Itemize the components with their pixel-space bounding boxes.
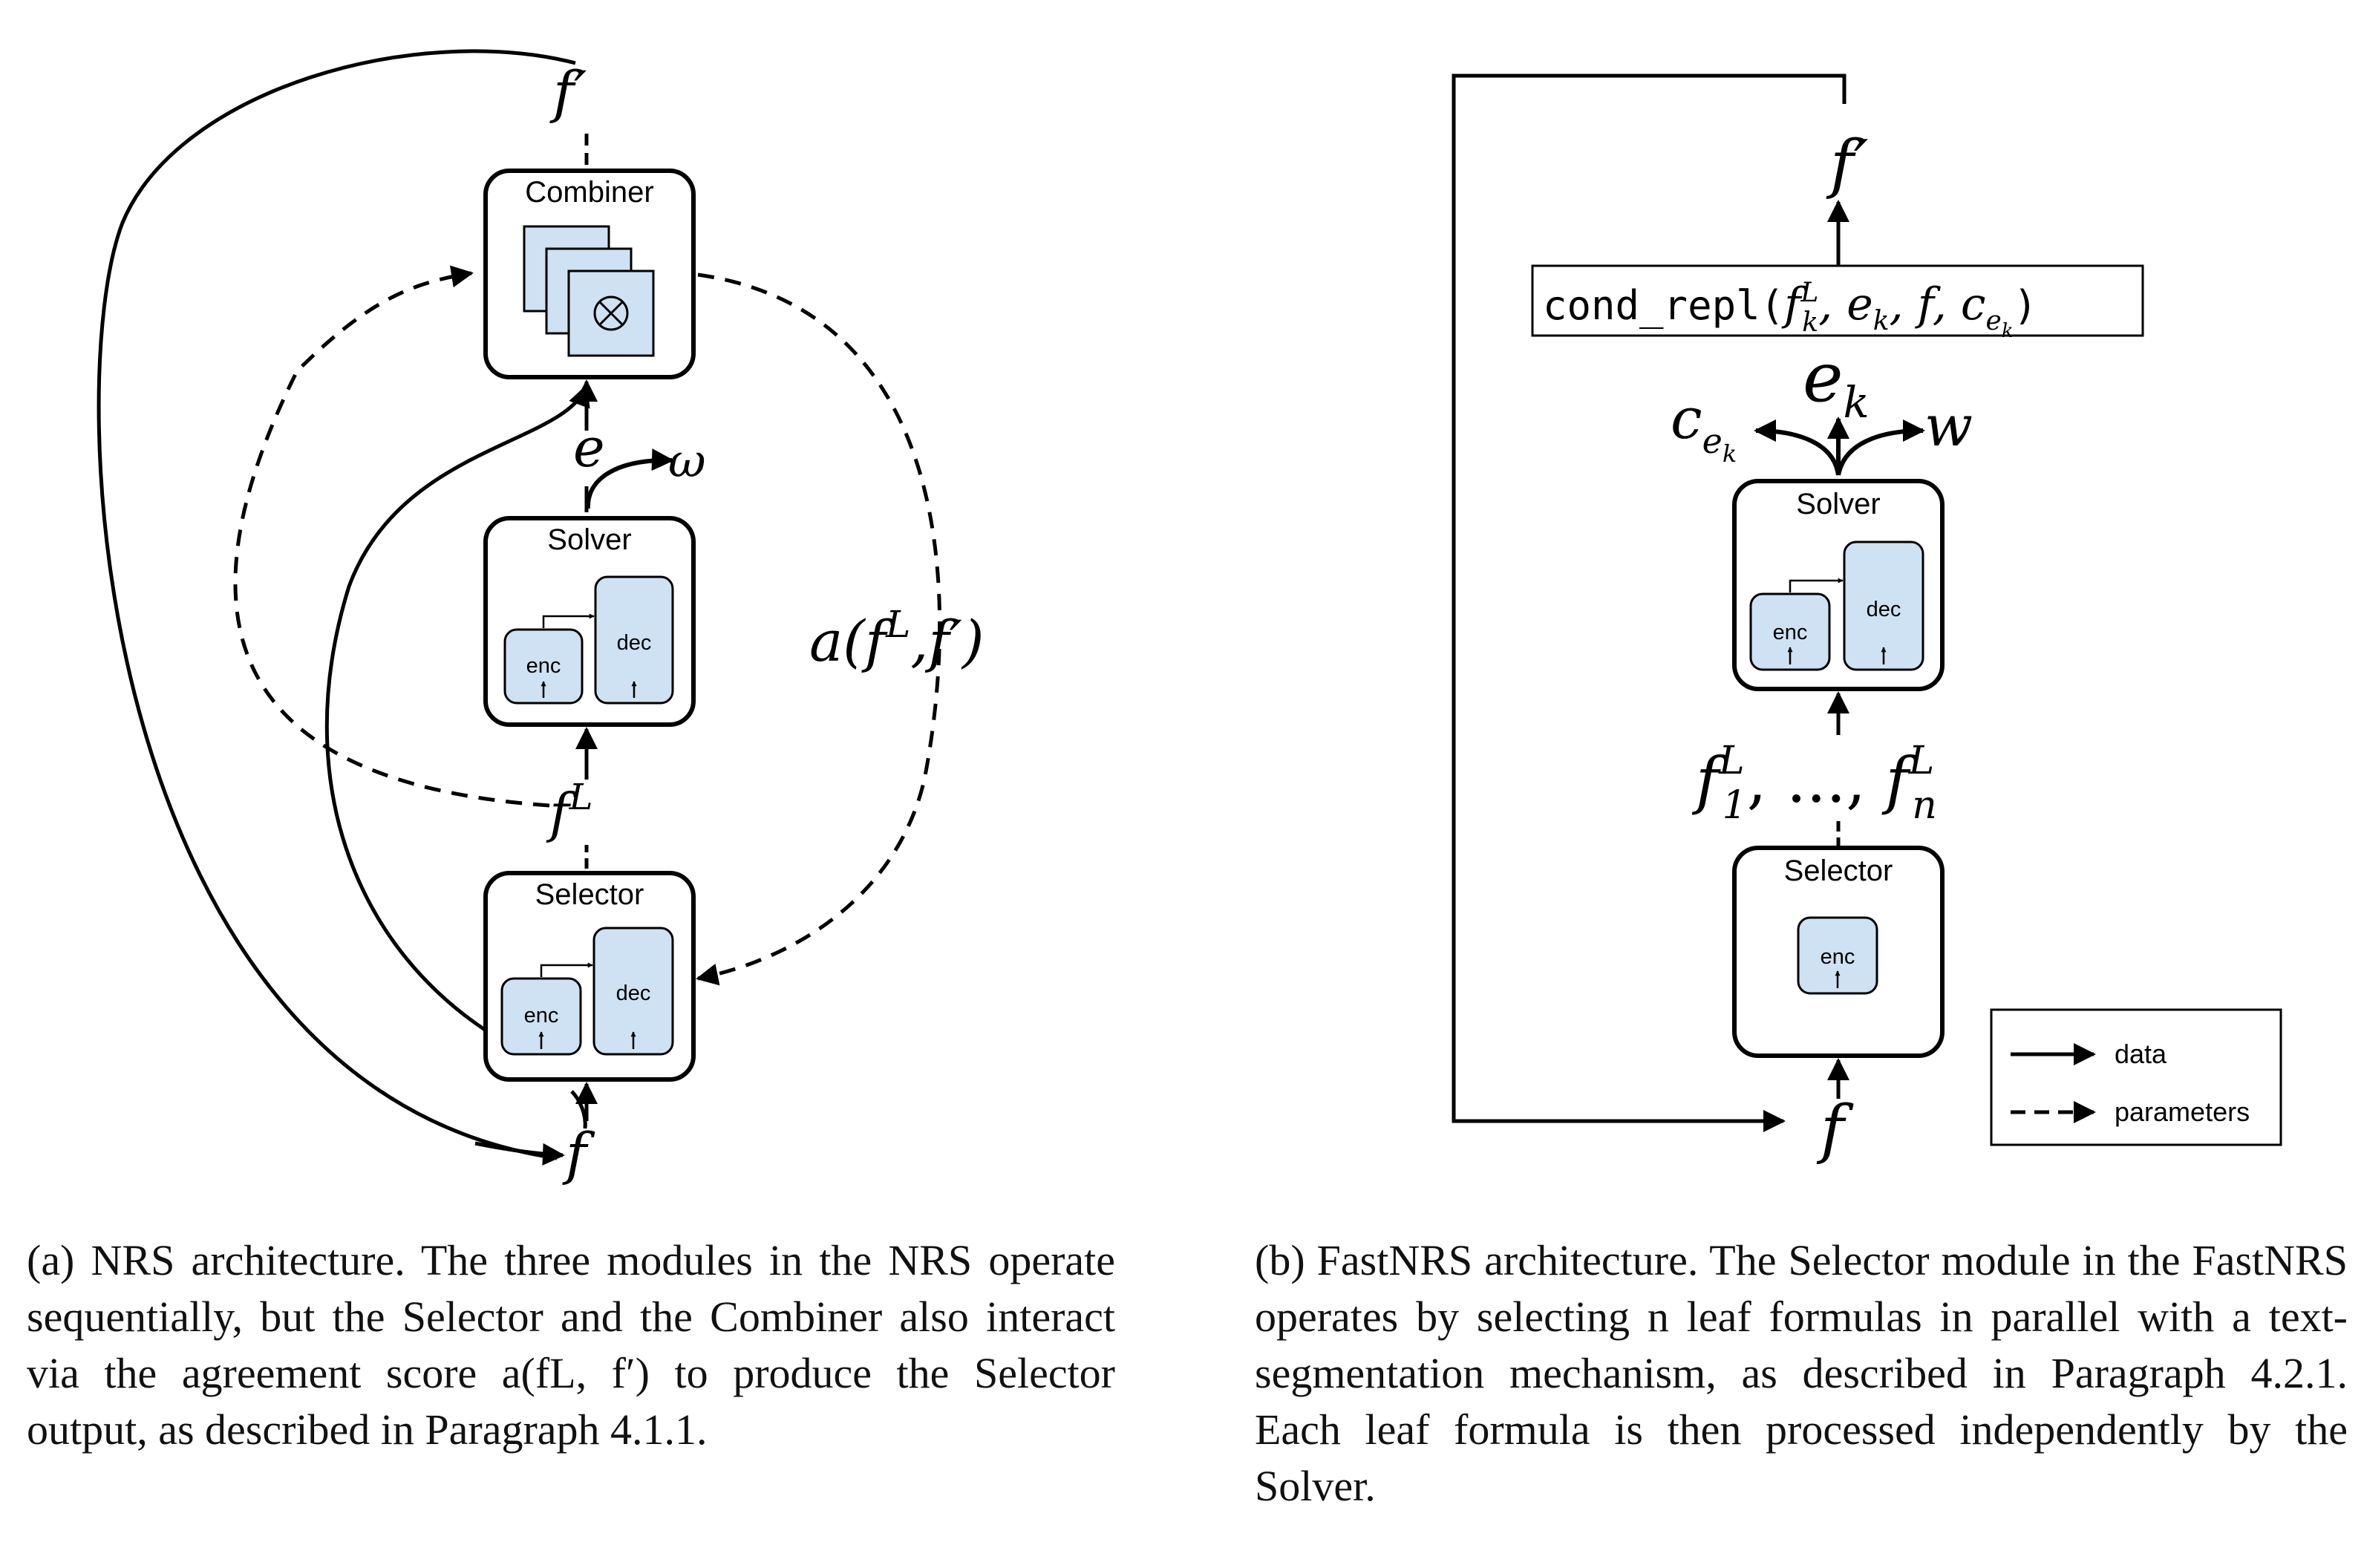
caption-b: (b) FastNRS architecture. The Selector m… bbox=[1255, 1236, 2348, 1510]
selector-title-a: Selector bbox=[535, 878, 644, 911]
f-prime-label-b: f′ bbox=[1826, 127, 1868, 201]
selector-dec-label-a: dec bbox=[616, 981, 651, 1005]
legend-parameters-label: parameters bbox=[2115, 1097, 2250, 1127]
solver-title-a: Solver bbox=[547, 523, 631, 556]
e-to-omega-arrow bbox=[585, 448, 674, 509]
selector-enc-to-dec-a bbox=[540, 962, 593, 977]
solver-enc-label-b: enc bbox=[1773, 621, 1808, 644]
solver-enc-to-dec-a bbox=[542, 613, 595, 628]
arc-f-to-combiner bbox=[324, 384, 590, 1071]
e-k-label: ek bbox=[1803, 338, 1870, 428]
f-label-b: f bbox=[1816, 1092, 1854, 1166]
solver-dec-label-a: dec bbox=[617, 631, 652, 655]
selector-dec-a bbox=[592, 927, 674, 1056]
legend-data-label: data bbox=[2115, 1039, 2167, 1069]
solver-to-w bbox=[1836, 419, 1925, 476]
f-L-label-a: fL bbox=[546, 777, 593, 844]
solver-dec-b bbox=[1843, 540, 1924, 671]
solver-dec-a bbox=[594, 575, 674, 705]
legend-box bbox=[1990, 1008, 2282, 1146]
solver-to-cek bbox=[1754, 419, 1841, 476]
solver-enc-label-a: enc bbox=[526, 654, 561, 678]
selector-enc-label-a: enc bbox=[524, 1004, 559, 1028]
feedback-loop bbox=[1452, 74, 1847, 1132]
solver-title-b: Solver bbox=[1796, 488, 1880, 520]
w-label: w bbox=[1924, 393, 1973, 459]
omega-label: ω bbox=[668, 434, 706, 488]
dashed-fL-to-combiner bbox=[233, 265, 550, 808]
otimes-icon bbox=[593, 295, 629, 331]
combiner-title: Combiner bbox=[525, 176, 653, 209]
agreement-label: a(fL,f′) bbox=[809, 603, 985, 674]
arrow-into-f bbox=[474, 1141, 565, 1166]
arc-f-incoming bbox=[570, 1090, 587, 1129]
arc-f-to-fprime bbox=[97, 49, 576, 1160]
caption-a: (a) NRS architecture. The three modules … bbox=[27, 1236, 1115, 1454]
c-ek-label: cek bbox=[1671, 385, 1737, 468]
panel-a-diagram: Combiner f′ e ω Solver dec enc fL bbox=[97, 49, 985, 1186]
e-label: e bbox=[573, 416, 605, 479]
solver-enc-a bbox=[503, 628, 584, 705]
selector-enc-b bbox=[1797, 916, 1878, 995]
dashed-combiner-to-selector bbox=[696, 272, 942, 986]
cond-repl-box bbox=[1531, 264, 2144, 337]
f-prime-label-a: f′ bbox=[549, 59, 587, 125]
selector-enc-a bbox=[500, 977, 582, 1056]
solver-enc-b bbox=[1749, 592, 1831, 671]
solver-dec-label-b: dec bbox=[1867, 598, 1901, 621]
f-label-a: f bbox=[562, 1120, 595, 1186]
solver-enc-to-dec-b bbox=[1789, 578, 1844, 592]
selector-enc-label-b: enc bbox=[1821, 945, 1855, 969]
selector-title-b: Selector bbox=[1784, 855, 1893, 887]
